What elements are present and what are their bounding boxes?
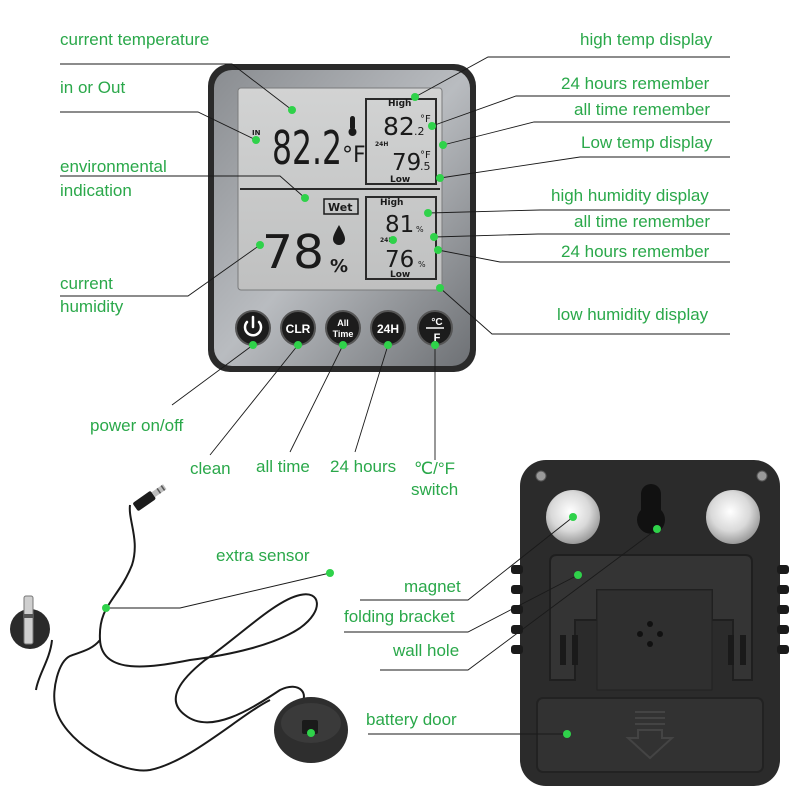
hum-high-label: High bbox=[380, 198, 403, 208]
current-temp-value: 82.2 bbox=[272, 121, 342, 175]
power-icon bbox=[243, 315, 263, 337]
h24-temp-label: 24H bbox=[375, 141, 388, 148]
low-temp-unit: °F bbox=[420, 150, 431, 161]
label-folding-bracket: folding bracket bbox=[344, 607, 455, 626]
label-extra-sensor: extra sensor bbox=[216, 546, 310, 565]
extra-sensor bbox=[10, 484, 348, 772]
label-in-or-out: in or Out bbox=[60, 78, 126, 97]
label-environmental: environmental bbox=[60, 157, 167, 176]
label-wall-hole: wall hole bbox=[393, 641, 460, 660]
back-device bbox=[511, 460, 789, 786]
screw-left bbox=[535, 470, 547, 482]
humidity-unit: % bbox=[330, 256, 348, 277]
all-time-button[interactable]: All Time bbox=[325, 310, 361, 346]
current-temp-unit: °F bbox=[342, 143, 366, 168]
label-all-time-remember-top: all time remember bbox=[574, 100, 711, 119]
high-temp-unit: °F bbox=[420, 114, 431, 125]
thermometer-icon bbox=[348, 116, 357, 136]
label-unit-switch: ℃/°F bbox=[414, 459, 455, 478]
right-grips bbox=[777, 565, 789, 654]
clr-button-label: CLR bbox=[286, 322, 311, 336]
label-humidity: humidity bbox=[60, 297, 124, 316]
lcd-temp-minmax-box bbox=[365, 98, 437, 185]
callout-lines bbox=[60, 56, 730, 735]
label-switch: switch bbox=[411, 480, 459, 499]
hum-high-unit: % bbox=[416, 225, 424, 234]
high-temp-value: 82 bbox=[383, 112, 415, 141]
label-current: current bbox=[60, 274, 113, 293]
label-24-hours-remember-top: 24 hours remember bbox=[561, 74, 710, 93]
wet-box bbox=[323, 198, 359, 215]
high-temp-decimal: .2 bbox=[414, 125, 425, 138]
probe-band bbox=[23, 614, 34, 618]
low-temp-value: 79 bbox=[392, 150, 421, 176]
label-low-temp-display: Low temp display bbox=[581, 133, 713, 152]
bracket-inner bbox=[596, 589, 713, 691]
hum-24h-label: 24H bbox=[380, 237, 393, 244]
all-time-button-label-2: Time bbox=[333, 329, 354, 339]
callout-dots bbox=[102, 93, 661, 738]
hum-low-value: 76 bbox=[385, 247, 414, 273]
label-low-humidity-display: low humidity display bbox=[557, 305, 709, 324]
left-grips bbox=[511, 565, 523, 654]
h24-button-label: 24H bbox=[377, 322, 399, 336]
label-all-time-remember-bottom: all time remember bbox=[574, 212, 711, 231]
label-indication: indication bbox=[60, 181, 132, 200]
power-button[interactable] bbox=[235, 310, 271, 346]
bracket-feet bbox=[560, 635, 746, 665]
label-all-time: all time bbox=[256, 457, 310, 476]
hum-low-unit: % bbox=[418, 260, 426, 269]
droplet-icon bbox=[333, 225, 345, 245]
high-temp-label: High bbox=[388, 99, 411, 109]
label-current-temperature: current temperature bbox=[60, 30, 210, 49]
unit-c-label: °C bbox=[431, 317, 442, 328]
magnet-right bbox=[706, 490, 760, 544]
label-power: power on/off bbox=[90, 416, 184, 435]
sensor-cable-lead bbox=[35, 639, 53, 691]
screw-right bbox=[756, 470, 768, 482]
label-24-hours-remember-bottom: 24 hours remember bbox=[561, 242, 710, 261]
label-battery-door: battery door bbox=[366, 710, 457, 729]
label-high-temp-display: high temp display bbox=[580, 30, 713, 49]
unit-switch-button[interactable]: °C F bbox=[417, 310, 453, 346]
low-temp-label: Low bbox=[390, 175, 410, 185]
front-device: IN 82.2 °F High 82 .2 °F 24H 79 .5 °F Lo… bbox=[208, 64, 476, 372]
wall-hole bbox=[637, 484, 666, 534]
h24-button[interactable]: 24H bbox=[370, 310, 406, 346]
hum-high-value: 81 bbox=[385, 212, 414, 238]
label-magnet: magnet bbox=[404, 577, 461, 596]
battery-door bbox=[536, 697, 764, 773]
clr-button[interactable]: CLR bbox=[280, 310, 316, 346]
humidity-value: 78 bbox=[262, 225, 324, 279]
wet-indicator: Wet bbox=[328, 201, 352, 214]
label-clean: clean bbox=[190, 459, 231, 478]
hum-low-label: Low bbox=[390, 270, 410, 280]
label-24-hours: 24 hours bbox=[330, 457, 397, 476]
speaker-holes-icon bbox=[637, 621, 663, 647]
jack-plug bbox=[133, 484, 167, 511]
all-time-button-label-1: All bbox=[337, 318, 349, 328]
low-temp-decimal: .5 bbox=[420, 160, 431, 173]
unit-f-label: F bbox=[434, 332, 441, 344]
battery-arrow-icon bbox=[625, 711, 675, 760]
probe-tip bbox=[23, 595, 34, 645]
label-high-humidity-display: high humidity display bbox=[551, 186, 709, 205]
in-indicator: IN bbox=[252, 129, 261, 137]
